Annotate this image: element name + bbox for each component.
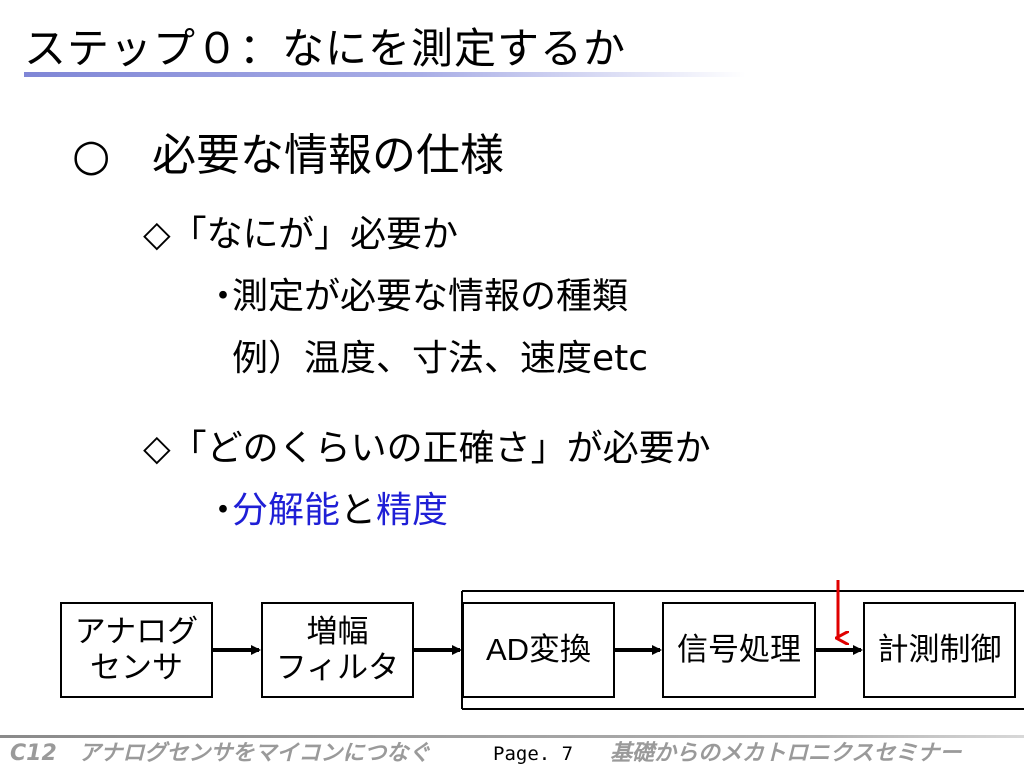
block-ad-convert: AD変換 — [462, 602, 615, 698]
bullet-dot-icon: ・ — [205, 490, 242, 531]
main-bullet: ○ 必要な情報の仕様 — [72, 128, 504, 184]
block-signal-processing: 信号処理 — [662, 602, 816, 698]
block-label-line1: 信号処理 — [677, 632, 801, 667]
footer-seminar-title: 基礎からのメカトロニクスセミナー — [610, 741, 962, 766]
slide-title: ステップ０：なにを測定するか — [24, 24, 627, 73]
section2-item: ・分解能と精度 — [205, 488, 448, 534]
section1-item-text: 測定が必要な情報の種類 — [232, 276, 629, 317]
block-measurement-control: 計測制御 — [863, 602, 1016, 698]
section1-item: ・測定が必要な情報の種類 — [205, 274, 628, 320]
title-underline — [24, 72, 746, 77]
footer-divider — [0, 735, 1024, 738]
footer-page-number: Page. 7 — [493, 743, 574, 765]
connector-text: と — [340, 490, 377, 531]
block-analog-sensor: アナログ センサ — [60, 602, 213, 698]
section1-heading: ◇「なにが」必要か — [143, 214, 458, 255]
circle-bullet-icon: ○ — [72, 130, 111, 181]
block-label-line1: 計測制御 — [877, 632, 1002, 667]
block-label-line2: フィルタ — [275, 650, 400, 685]
block-label-line1: 増幅 — [306, 614, 369, 649]
block-label-line1: AD変換 — [485, 632, 592, 667]
footer-course-title: C12 アナログセンサをマイコンにつなぐ — [10, 741, 431, 766]
block-label-line2: センサ — [89, 650, 183, 685]
block-label-line1: アナログ — [74, 614, 199, 649]
section1-example: 例）温度、寸法、速度etc — [232, 338, 649, 379]
resolution-text: 分解能 — [232, 490, 341, 531]
accuracy-text: 精度 — [376, 490, 449, 531]
section2-heading: ◇「どのくらいの正確さ」が必要か — [143, 428, 711, 469]
main-bullet-text: 必要な情報の仕様 — [152, 130, 504, 181]
block-amp-filter: 増幅 フィルタ — [261, 602, 414, 698]
bullet-dot-icon: ・ — [205, 276, 242, 317]
